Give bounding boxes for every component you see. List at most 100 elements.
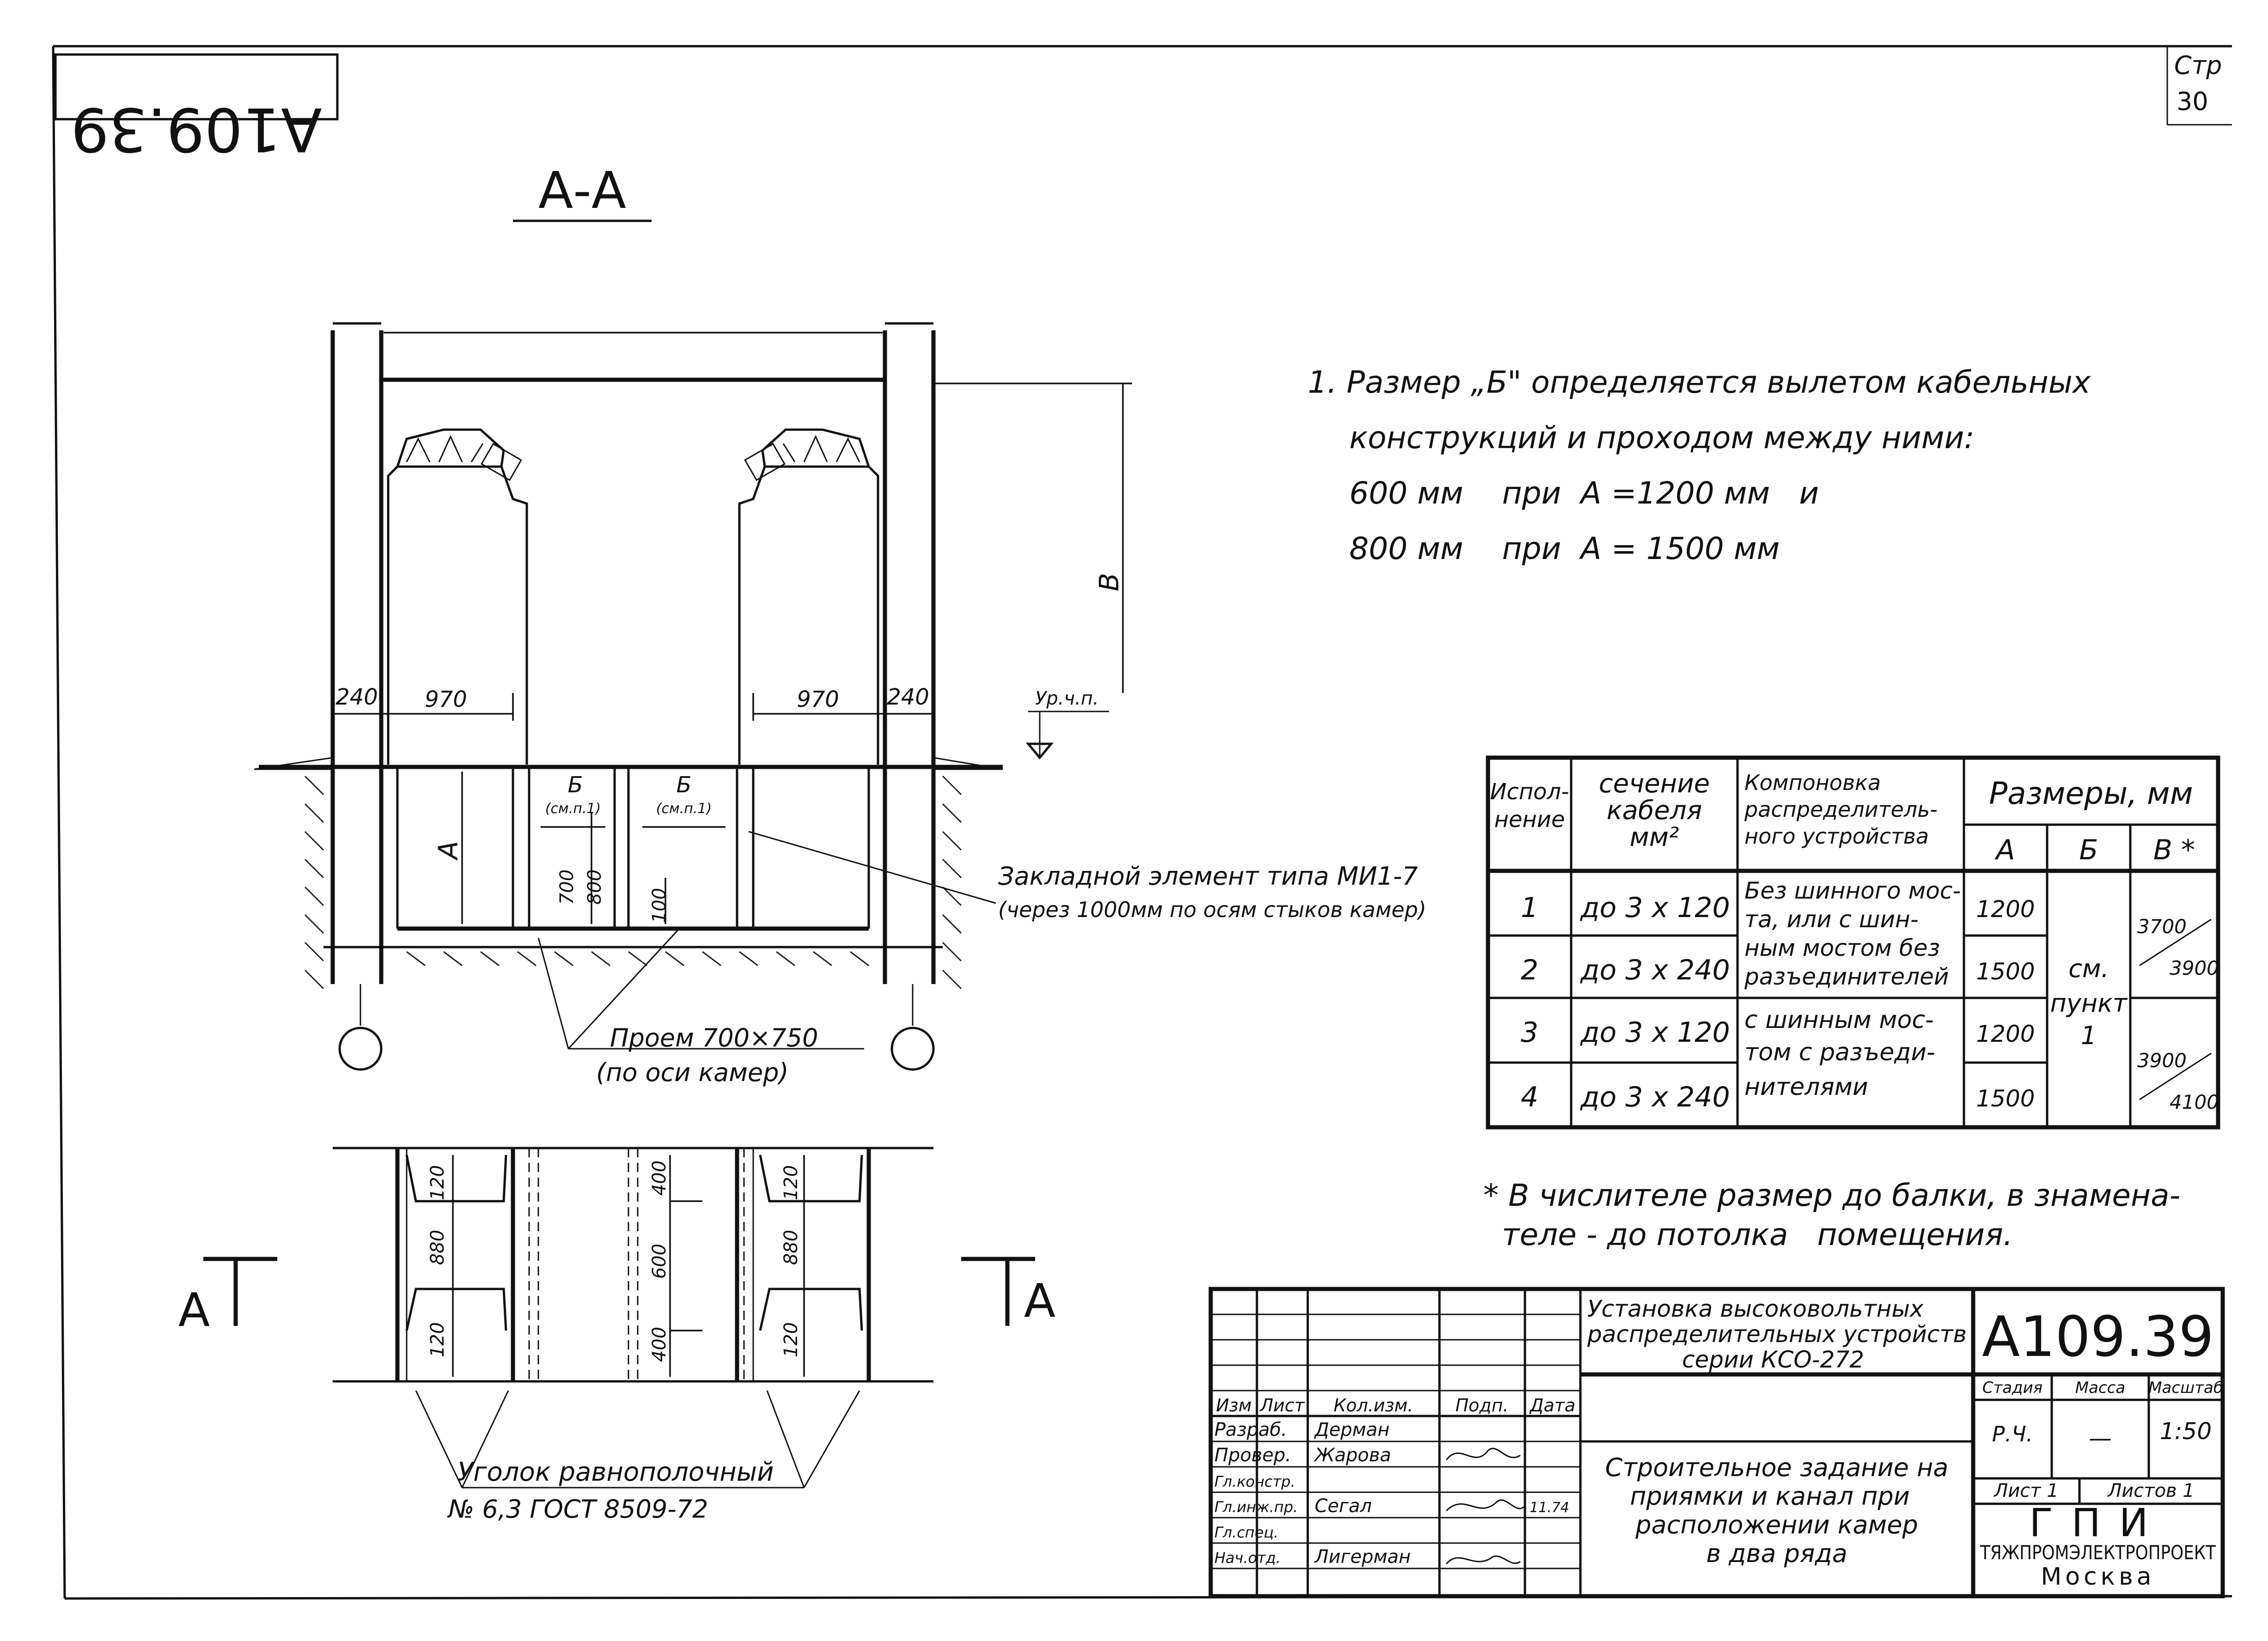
header-scale: Масштаб: [2148, 1379, 2223, 1397]
role-gl-konstr: Гл.констр.: [1214, 1473, 1295, 1490]
title-block: [1208, 1287, 2225, 1598]
plan-dim-120-b: 120: [427, 1322, 448, 1357]
row-4-variant: 4: [1521, 1081, 1538, 1113]
plan-dim-400-b: 400: [649, 1327, 670, 1362]
sheet-frame: [52, 45, 2232, 1600]
date-gl-inzh: 11.74: [1530, 1500, 1569, 1516]
footnote-line-1: * В числителе размер до балки, в знамена…: [1483, 1178, 2180, 1213]
note-1-line-2: конструкций и проходом между ними:: [1349, 420, 1975, 456]
table-header-b: Б: [2079, 834, 2098, 866]
label-b-left: Б: [568, 772, 583, 798]
row-3-variant: 3: [1521, 1016, 1538, 1049]
v-group-1-numerator: 3700: [2137, 915, 2187, 938]
col-header-podp: Подп.: [1455, 1395, 1508, 1416]
ground-hatching: [304, 775, 962, 990]
role-nach-otd: Нач.отд.: [1214, 1549, 1280, 1567]
label-a-height: А: [433, 841, 464, 861]
table-header-a: А: [1994, 834, 2015, 866]
mass-value: —: [2089, 1425, 2112, 1452]
stage-value: Р.Ч.: [1992, 1422, 2033, 1447]
page-label: Стр: [2174, 51, 2222, 80]
table-header-variant: Испол-нение: [1490, 779, 1569, 833]
dim-240-right: 240: [887, 684, 929, 710]
angle-label: Уголок равнополочный: [457, 1457, 774, 1487]
angle-standard: № 6,3 ГОСТ 8509-72: [447, 1495, 708, 1524]
dim-800: 800: [584, 869, 605, 905]
plan-dim-400-a: 400: [649, 1161, 670, 1196]
plan-dim-120-d: 120: [780, 1322, 802, 1357]
label-b-right: Б: [677, 772, 692, 798]
plan-dim-600: 600: [649, 1244, 670, 1279]
row-4-section: до 3 х 240: [1580, 1081, 1730, 1113]
page-number: 30: [2177, 87, 2208, 116]
col-header-list: Лист: [1259, 1395, 1305, 1416]
name-nach-otd: Лигерман: [1314, 1546, 1411, 1568]
col-header-date: Дата: [1529, 1395, 1575, 1416]
opening-label: Проем 700×750: [610, 1023, 818, 1052]
section-view: [254, 322, 1132, 1071]
layout-group-2: с шинным мос-том с разъеди-нителями: [1744, 1006, 1935, 1101]
dim-700: 700: [556, 869, 578, 905]
drawing-code: А109.39: [1982, 1305, 2214, 1369]
section-title: А-А: [538, 161, 626, 220]
plan-view: [203, 1147, 1035, 1489]
dim-240-left: 240: [335, 684, 378, 710]
cut-mark-right: А: [1024, 1274, 1055, 1328]
row-2-section: до 3 х 240: [1580, 954, 1730, 986]
row-1-a: 1200: [1976, 896, 2035, 923]
sheets-total: Листов 1: [2107, 1480, 2195, 1501]
note-1-line-4: 800 мм при А = 1500 мм: [1349, 531, 1780, 566]
role-gl-spec: Гл.спец.: [1214, 1524, 1279, 1541]
name-razrab: Дерман: [1314, 1419, 1390, 1440]
label-v-height: В: [1093, 573, 1125, 591]
dimensions-table: [1486, 755, 2220, 1130]
row-2-a: 1500: [1976, 958, 2035, 985]
label-b-left-ref: (см.п.1): [545, 801, 601, 817]
plan-dim-120-a: 120: [427, 1165, 448, 1200]
dim-970-right: 970: [797, 687, 839, 712]
col-header-kol-izm: Кол.изм.: [1334, 1395, 1413, 1416]
opening-note: (по оси камер): [596, 1058, 789, 1087]
footnote-line-2: теле - до потолка помещения.: [1502, 1217, 2013, 1252]
v-group-2-numerator: 3900: [2137, 1049, 2187, 1072]
row-3-a: 1200: [1976, 1021, 2035, 1047]
org-logo: ГПИ: [2029, 1500, 2166, 1545]
row-2-variant: 2: [1521, 954, 1538, 986]
plan-dim-880-b: 880: [780, 1230, 802, 1265]
name-gl-inzh: Сегал: [1315, 1495, 1372, 1517]
label-b-right-ref: (см.п.1): [656, 801, 712, 817]
v-group-2-denominator: 4100: [2170, 1091, 2219, 1113]
mirrored-stamp-code: A109.39: [71, 94, 322, 164]
header-mass: Масса: [2075, 1379, 2125, 1397]
header-stage: Стадия: [1982, 1379, 2042, 1397]
note-1-line-3: 600 мм при А =1200 мм и: [1349, 475, 1819, 511]
row-1-variant: 1: [1521, 892, 1538, 924]
plan-dim-120-c: 120: [780, 1165, 802, 1200]
row-3-section: до 3 х 120: [1580, 1016, 1730, 1049]
org-name: ТЯЖПРОМЭЛЕКТРОПРОЕКТ: [1980, 1541, 2216, 1564]
title-block-roles: Разраб. Дерман Провер. Жарова Гл.констр.…: [1214, 1419, 1569, 1568]
table-header-v: В *: [2153, 834, 2195, 866]
cut-mark-left: А: [178, 1283, 210, 1337]
dim-100: 100: [649, 888, 670, 923]
embedded-element-label: Закладной элемент типа МИ1-7: [998, 862, 1418, 891]
note-1-line-1: 1. Размер „Б" определяется вылетом кабел…: [1308, 365, 2091, 400]
row-4-a: 1500: [1976, 1085, 2035, 1112]
org-city: Москва: [2041, 1563, 2155, 1591]
scale-value: 1:50: [2160, 1418, 2212, 1445]
floor-mark-label: Ур.ч.п.: [1035, 688, 1099, 709]
name-prover: Жарова: [1313, 1445, 1391, 1466]
dim-970-left: 970: [425, 687, 467, 712]
role-gl-inzh: Гл.инж.пр.: [1214, 1498, 1298, 1516]
v-group-1-denominator: 3900: [2170, 957, 2219, 979]
row-1-section: до 3 х 120: [1580, 892, 1730, 924]
title-block-col-headers: Изм Лист Кол.изм. Подп. Дата: [1216, 1395, 1575, 1416]
plan-dim-880-a: 880: [427, 1230, 448, 1265]
table-header-sizes: Размеры, мм: [1989, 776, 2193, 811]
